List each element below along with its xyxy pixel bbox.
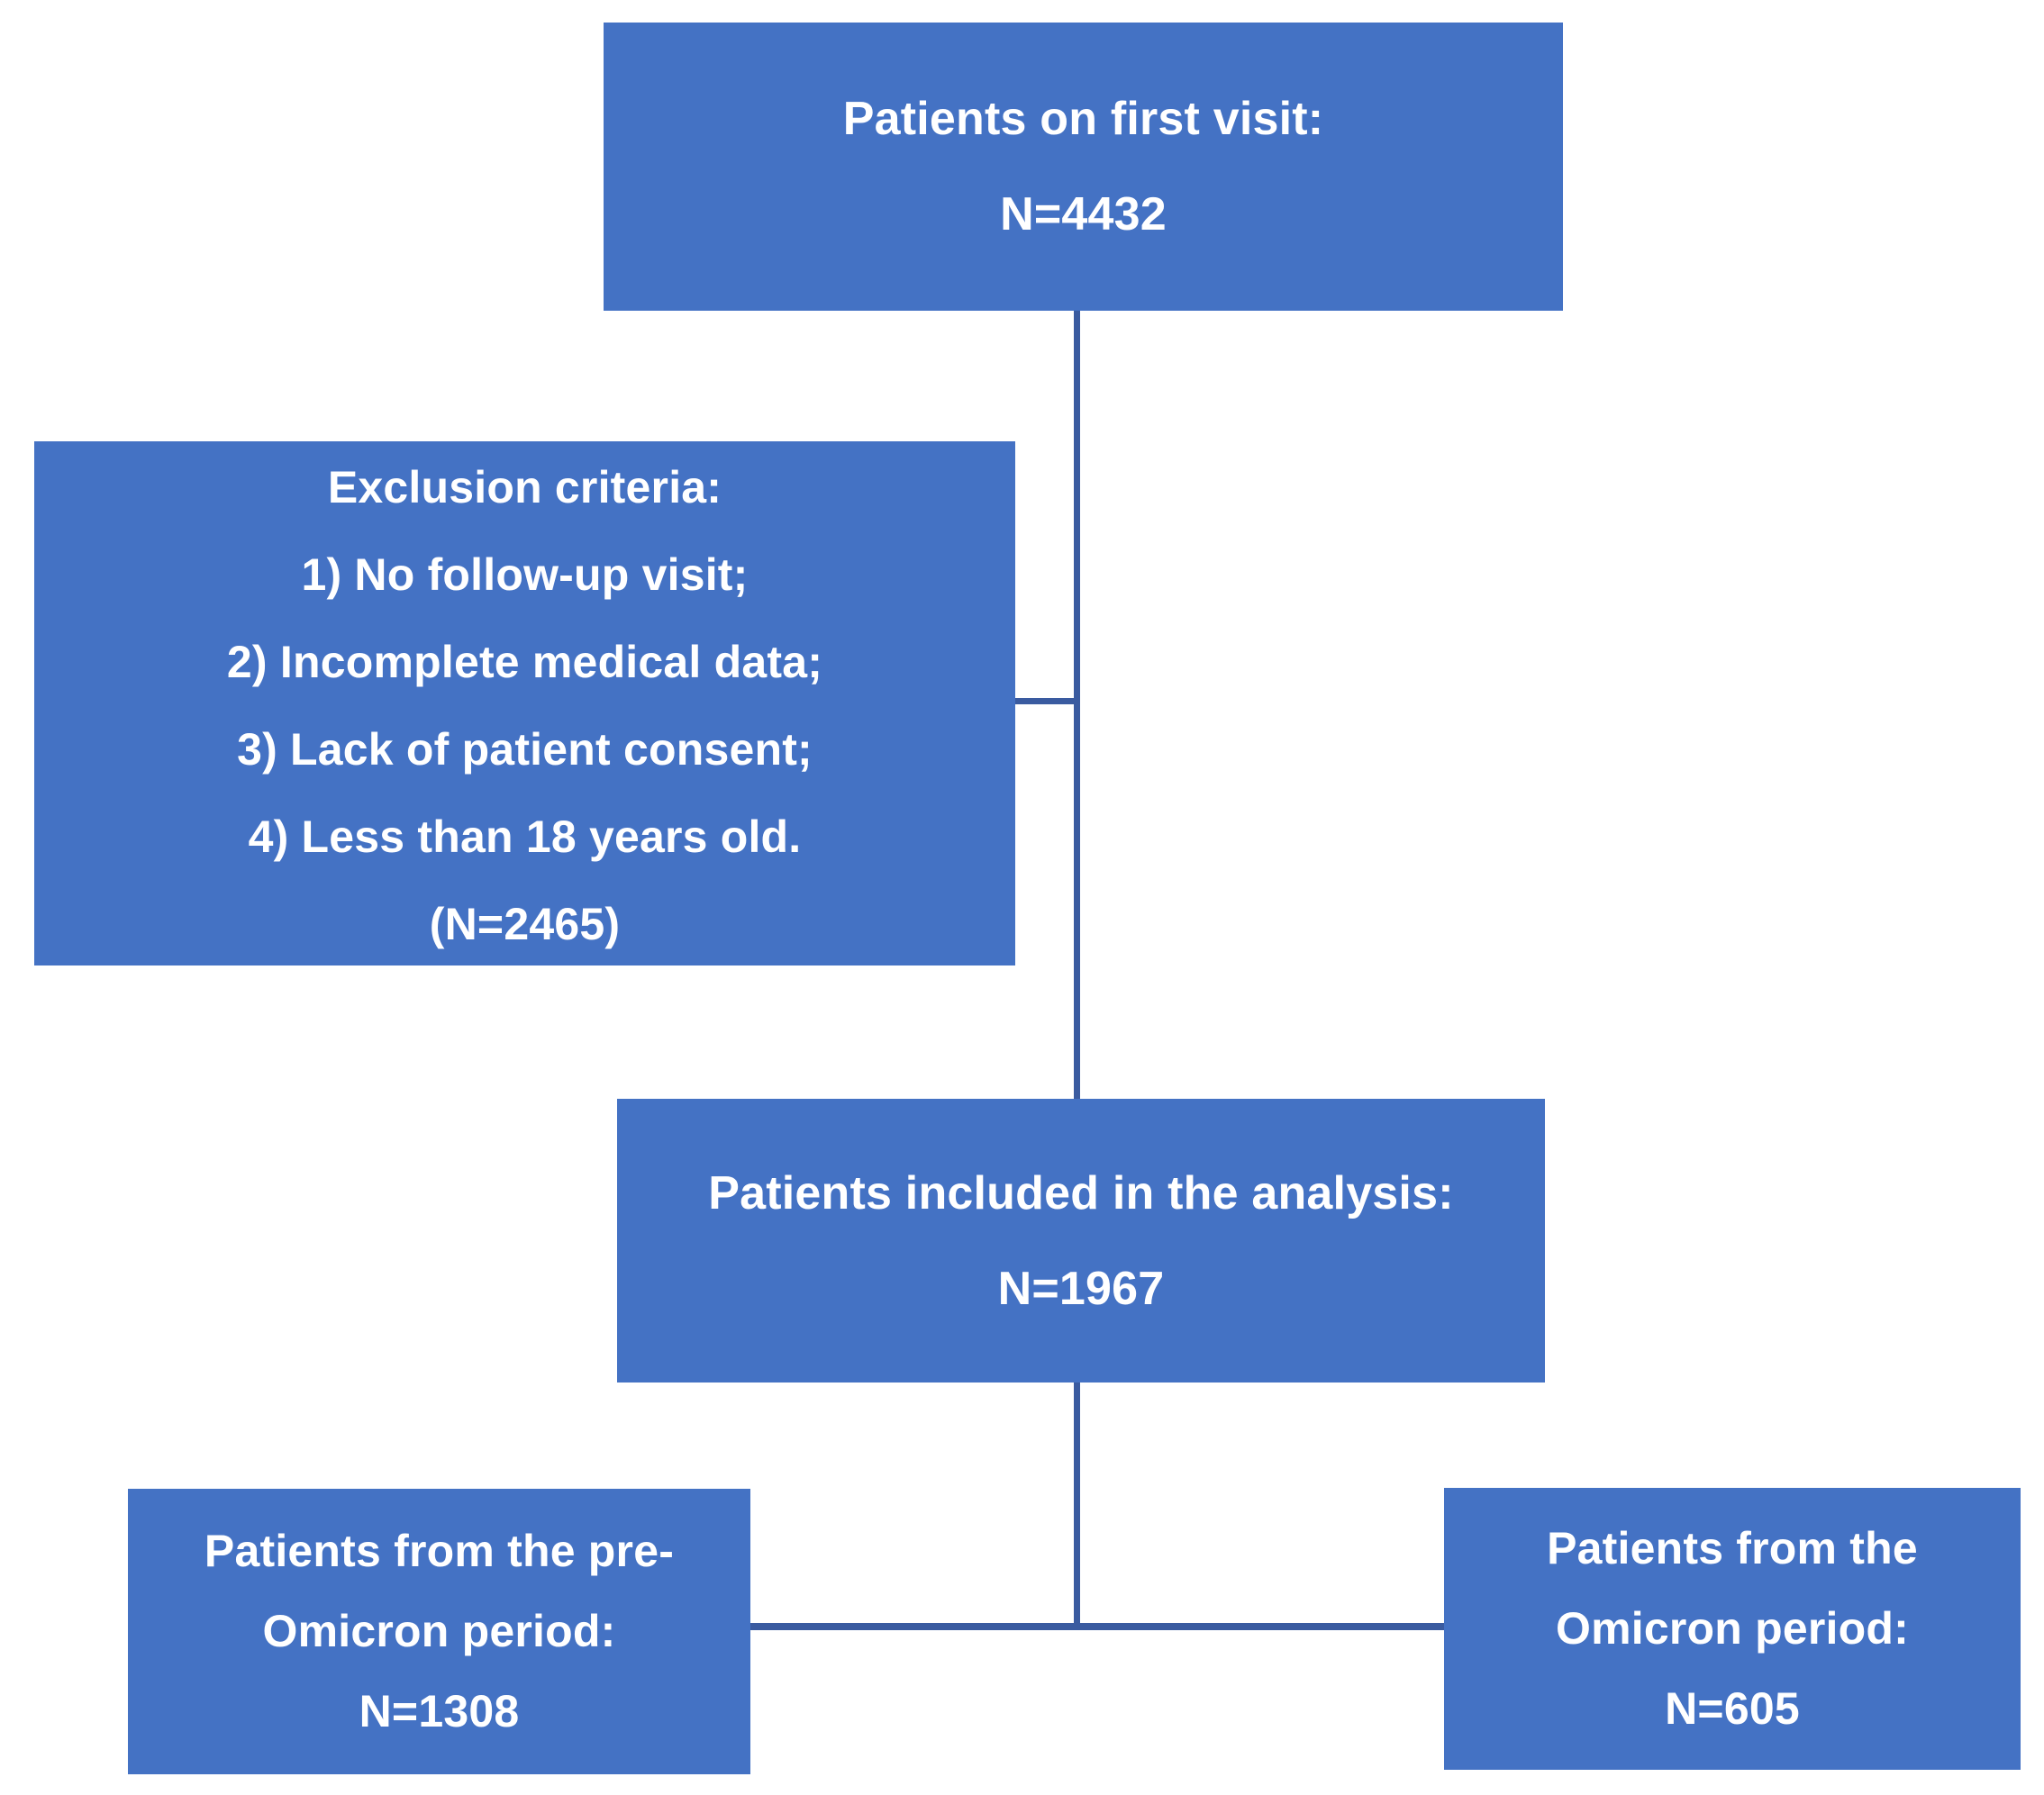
node-first-visit-count: N=4432: [1000, 188, 1167, 240]
node-included-count: N=1967: [997, 1262, 1165, 1315]
node-exclusion-criterion-2: 2) Incomplete medical data;: [226, 637, 823, 687]
node-included-line-1: Patients included in the analysis:: [708, 1166, 1454, 1219]
node-exclusion-criterion-3: 3) Lack of patient consent;: [237, 724, 813, 775]
node-pre-omicron-count: N=1308: [359, 1686, 520, 1736]
node-exclusion-criterion-1: 1) No follow-up visit;: [301, 549, 749, 600]
node-omicron-period: Patients from the Omicron period: N=605: [1444, 1488, 2021, 1770]
node-pre-omicron-line-2: Omicron period:: [262, 1606, 616, 1656]
node-omicron-count: N=605: [1665, 1683, 1800, 1734]
node-first-visit-line-1: Patients on first visit:: [842, 93, 1324, 145]
node-pre-omicron-line-1: Patients from the pre-: [204, 1526, 675, 1576]
connector-exclusion-stub: [1015, 698, 1077, 704]
node-exclusion-heading: Exclusion criteria:: [327, 462, 722, 512]
node-pre-omicron-period: Patients from the pre- Omicron period: N…: [128, 1489, 750, 1774]
node-patients-first-visit: Patients on first visit: N=4432: [604, 23, 1563, 311]
node-exclusion-count: (N=2465): [429, 899, 621, 949]
connector-first-visit-to-included: [1074, 311, 1080, 1099]
node-exclusion-criteria: Exclusion criteria: 1) No follow-up visi…: [34, 441, 1015, 965]
connector-included-to-split: [1074, 1383, 1080, 1628]
connector-split-horizontal: [750, 1623, 1446, 1630]
node-omicron-line-1: Patients from the: [1547, 1523, 1918, 1573]
node-patients-included: Patients included in the analysis: N=196…: [617, 1099, 1545, 1383]
node-omicron-line-2: Omicron period:: [1556, 1603, 1909, 1654]
node-exclusion-criterion-4: 4) Less than 18 years old.: [248, 811, 802, 862]
